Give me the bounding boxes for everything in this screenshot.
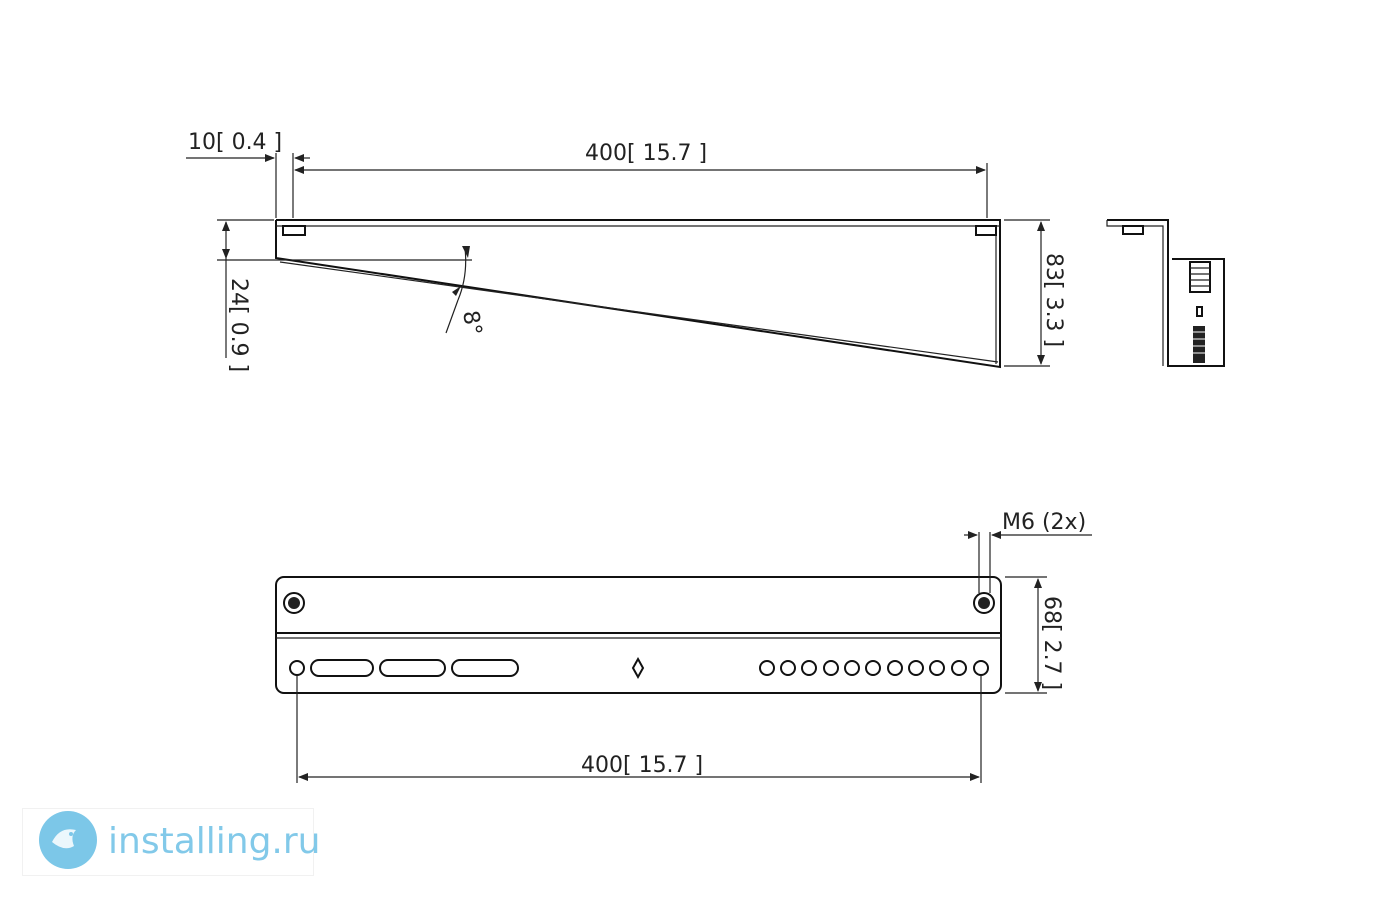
thread-dimension: M6 (2x) <box>964 510 1092 593</box>
watermark-brand: installing.ru <box>108 821 320 862</box>
mounting-holes <box>289 656 989 680</box>
right-height-label: 83[ 3.3 ] <box>1041 253 1066 347</box>
bottom-length-dimension: 400[ 15.7 ] <box>296 676 982 783</box>
thread-label: M6 (2x) <box>1002 510 1086 535</box>
plate-height-dimension: 68[ 2.7 ] <box>1005 576 1064 694</box>
right-height-dimension: 83[ 3.3 ] <box>1037 221 1066 365</box>
watermark: installing.ru <box>39 811 320 869</box>
end-view <box>1106 219 1225 367</box>
side-length-dimension: 400[ 15.7 ] <box>294 141 986 174</box>
threaded-stud <box>1189 261 1211 363</box>
bird-logo-icon <box>39 811 97 869</box>
bottom-view: M6 (2x) 68[ 2.7 ] 400[ 15.7 ] <box>275 510 1092 783</box>
side-view: 10[ 0.4 ] 400[ 15.7 ] 24[ 0.9 ] 83[ 3.3 … <box>186 130 1066 372</box>
watermark-box <box>22 808 314 876</box>
bottom-length-label: 400[ 15.7 ] <box>581 753 703 778</box>
angle-dimension: 8° <box>445 246 486 338</box>
angle-label: 8° <box>457 309 486 338</box>
bracket-side-outline <box>275 219 1001 369</box>
m6-studs <box>283 592 995 614</box>
left-height-dimension: 24[ 0.9 ] <box>222 221 251 372</box>
offset-label: 10[ 0.4 ] <box>188 130 282 155</box>
side-length-label: 400[ 15.7 ] <box>585 141 707 166</box>
plate-height-label: 68[ 2.7 ] <box>1039 596 1064 690</box>
side-extension-lines <box>217 153 1050 367</box>
left-height-label: 24[ 0.9 ] <box>226 278 251 372</box>
offset-dimension: 10[ 0.4 ] <box>186 130 310 162</box>
